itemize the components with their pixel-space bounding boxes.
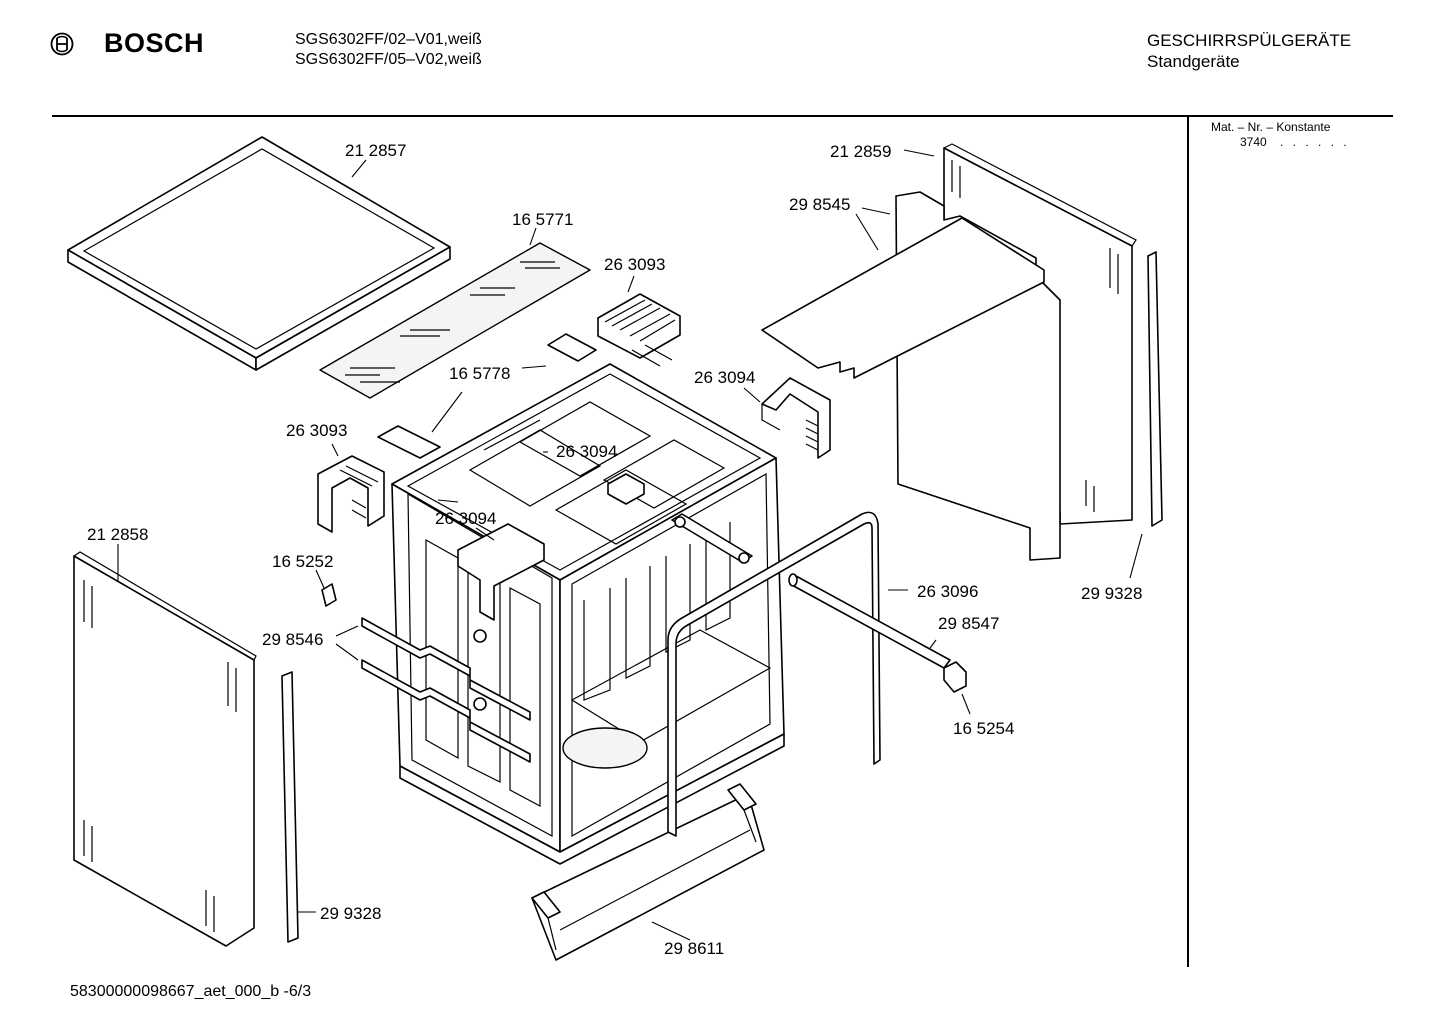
label-side-clip: 26 3094 — [435, 509, 496, 528]
label-bracket-top: 16 5778 — [449, 364, 510, 383]
edge-strip-right-part[interactable] — [1147, 251, 1163, 527]
category-subtitle: Standgeräte — [1147, 52, 1240, 71]
label-tube: 29 8547 — [938, 614, 999, 633]
rails-part[interactable] — [361, 617, 531, 763]
mount-right-part[interactable] — [761, 377, 831, 459]
bosch-logo-icon — [50, 32, 74, 56]
mat-nr-dots: . . . . . . — [1280, 135, 1350, 149]
label-inner-clip: 26 3094 — [556, 442, 617, 461]
side-panel-left-part[interactable] — [72, 551, 257, 947]
label-top-clip-left: 26 3093 — [286, 421, 347, 440]
label-insulation-rear: 29 8545 — [789, 195, 850, 214]
insulation-rear-part[interactable] — [761, 191, 1061, 561]
top-clip-right-part[interactable] — [597, 293, 681, 367]
worktop-part[interactable] — [67, 136, 451, 371]
label-door-seal: 26 3096 — [917, 582, 978, 601]
tub-body-part[interactable] — [391, 363, 785, 865]
tube-part[interactable] — [788, 573, 951, 669]
label-small-clip: 16 5252 — [272, 552, 333, 571]
document-code: 58300000098667_aet_000_b -6/3 — [70, 983, 312, 1000]
label-top-clip-right: 26 3093 — [604, 255, 665, 274]
door-seal-part[interactable] — [667, 511, 881, 837]
label-worktop: 21 2857 — [345, 141, 406, 160]
end-cap-part[interactable] — [943, 661, 967, 693]
label-insulation-mat: 16 5771 — [512, 210, 573, 229]
side-column-rule — [1187, 117, 1189, 967]
header-rule — [52, 115, 1393, 117]
mat-nr-heading: Mat. – Nr. – Konstante — [1211, 120, 1331, 134]
mat-nr-value: 3740 — [1240, 135, 1267, 149]
label-rails: 29 8546 — [262, 630, 323, 649]
label-kick-plate: 29 8611 — [664, 939, 724, 958]
top-clip-left-part[interactable] — [317, 455, 385, 533]
label-edge-strip-left: 29 9328 — [320, 904, 381, 923]
model-line-2: SGS6302FF/05–V02,weiß — [295, 51, 482, 68]
small-clip-part[interactable] — [321, 583, 337, 607]
label-side-panel-left: 21 2858 — [87, 525, 148, 544]
category-title: GESCHIRRSPÜLGERÄTE — [1147, 31, 1352, 50]
label-mount-right: 26 3094 — [694, 368, 755, 387]
model-line-1: SGS6302FF/02–V01,weiß — [295, 31, 482, 48]
label-end-cap: 16 5254 — [953, 719, 1014, 738]
label-edge-strip-right: 29 9328 — [1081, 584, 1142, 603]
insulation-mat-part[interactable] — [319, 242, 591, 399]
bracket-top-part[interactable] — [377, 333, 597, 459]
label-side-panel-right: 21 2859 — [830, 142, 891, 161]
edge-strip-left-part[interactable] — [281, 671, 299, 943]
brand-name: BOSCH — [104, 28, 205, 58]
